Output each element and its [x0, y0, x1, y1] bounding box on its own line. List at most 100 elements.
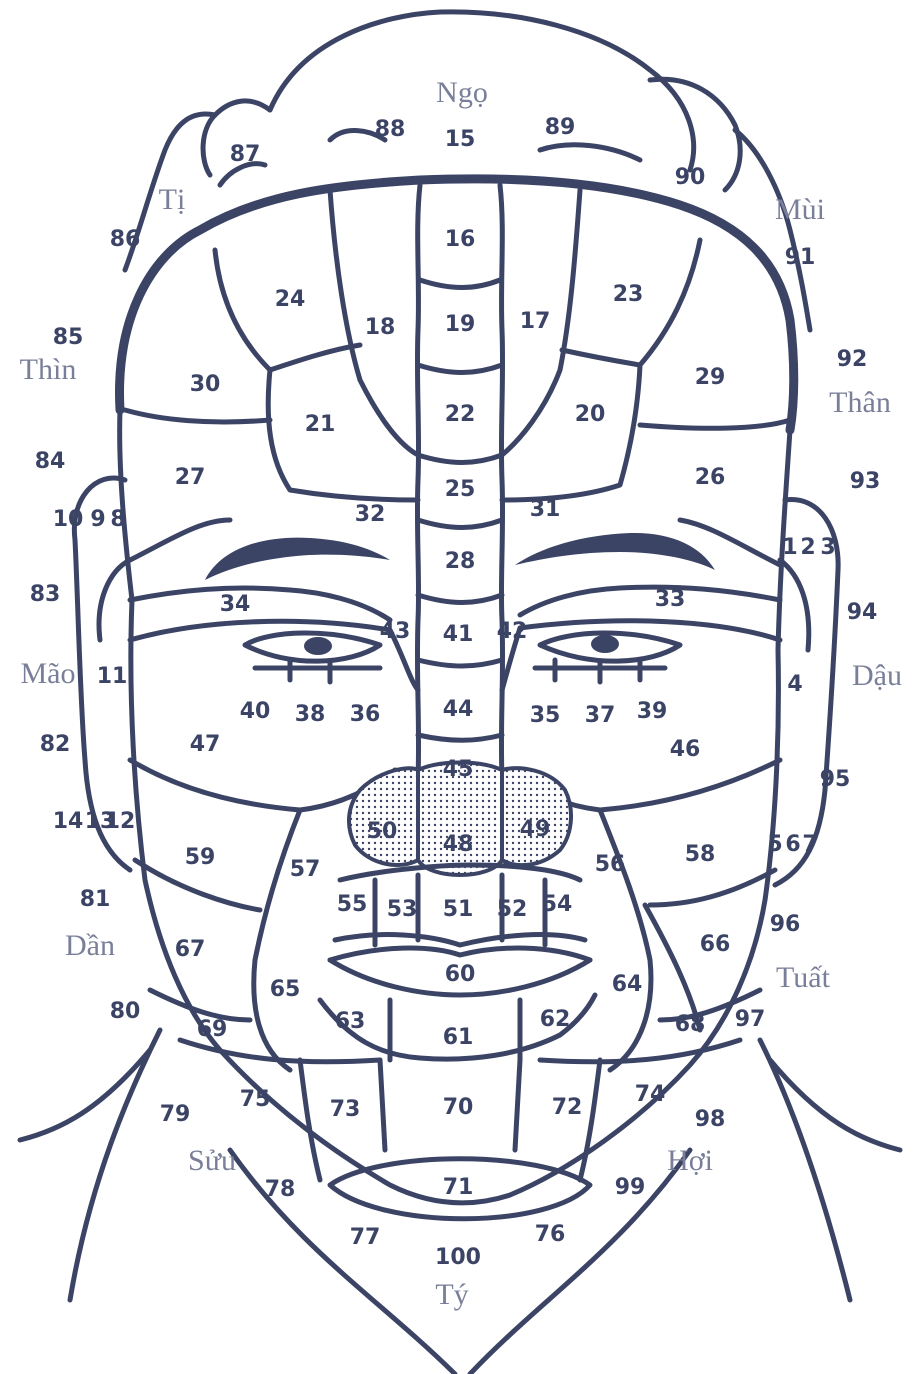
zone-number: 10	[53, 507, 84, 532]
zone-number: 60	[445, 962, 476, 987]
zone-number: 3	[820, 535, 835, 560]
zone-number: 73	[330, 1097, 361, 1122]
zone-number: 91	[785, 245, 816, 270]
zone-number: 8	[110, 507, 125, 532]
zone-number: 47	[190, 732, 221, 757]
zone-number: 51	[443, 897, 474, 922]
zone-number: 61	[443, 1025, 474, 1050]
zone-number: 46	[670, 737, 701, 762]
zone-number: 53	[387, 897, 418, 922]
zone-number: 18	[365, 315, 396, 340]
hairline	[120, 179, 794, 430]
zone-number: 39	[637, 699, 668, 724]
zone-number: 33	[655, 587, 686, 612]
zone-number: 37	[585, 703, 616, 728]
zone-number: 66	[700, 932, 731, 957]
zone-number: 52	[497, 897, 528, 922]
zone-number: 100	[435, 1245, 481, 1270]
zone-number: 57	[290, 857, 321, 882]
zone-number: 21	[305, 412, 336, 437]
zone-number: 16	[445, 227, 476, 252]
zone-number: 50	[367, 819, 398, 844]
zone-number: 55	[337, 892, 368, 917]
zone-number: 17	[520, 309, 551, 334]
zone-number: 11	[97, 664, 128, 689]
hair-outline	[125, 12, 810, 330]
zone-number: 86	[110, 227, 141, 252]
zone-number: 75	[240, 1087, 271, 1112]
zone-number: 78	[265, 1177, 296, 1202]
branch-label-ti: Tị	[159, 183, 186, 216]
branch-label-mui: Mùi	[775, 193, 825, 226]
zone-number: 31	[530, 497, 561, 522]
zone-number: 81	[80, 887, 111, 912]
zone-number: 28	[445, 549, 476, 574]
branch-label-ty: Tý	[435, 1278, 468, 1311]
zone-number: 70	[443, 1095, 474, 1120]
branch-label-hoi: Hợi	[667, 1144, 713, 1177]
zone-number: 97	[735, 1007, 766, 1032]
branch-label-ngo: Ngọ	[436, 76, 488, 109]
zone-number: 32	[355, 502, 386, 527]
zone-number: 1	[782, 535, 797, 560]
zone-number: 7	[802, 832, 817, 857]
zone-number: 36	[350, 702, 381, 727]
zone-number: 87	[230, 142, 261, 167]
zone-number: 65	[270, 977, 301, 1002]
zone-number: 19	[445, 312, 476, 337]
branch-label-mao: Mão	[21, 657, 76, 690]
zone-number: 49	[520, 817, 551, 842]
zone-number: 22	[445, 402, 476, 427]
zone-number: 94	[847, 600, 878, 625]
zone-number: 40	[240, 699, 271, 724]
zone-number: 74	[635, 1082, 666, 1107]
zone-number: 90	[675, 165, 706, 190]
zone-number: 59	[185, 845, 216, 870]
zone-number: 9	[90, 507, 105, 532]
zone-number: 72	[552, 1095, 583, 1120]
zone-number: 12	[105, 809, 136, 834]
zone-number: 48	[443, 832, 474, 857]
zone-number: 64	[612, 972, 643, 997]
zone-number: 76	[535, 1222, 566, 1247]
zone-number: 82	[40, 732, 71, 757]
zone-number: 23	[613, 282, 644, 307]
zone-number: 6	[785, 832, 800, 857]
zone-number: 44	[443, 697, 474, 722]
zone-number: 71	[443, 1175, 474, 1200]
zone-number: 68	[675, 1012, 706, 1037]
eyebrow-left	[205, 538, 390, 580]
zone-number: 54	[542, 892, 573, 917]
eyebrow-right	[515, 533, 715, 570]
zone-number: 77	[350, 1225, 381, 1250]
zone-number: 29	[695, 365, 726, 390]
zone-number: 67	[175, 937, 206, 962]
zone-number: 83	[30, 582, 61, 607]
zone-number: 89	[545, 115, 576, 140]
branch-label-than: Thân	[829, 386, 891, 419]
branch-label-tuat: Tuất	[776, 961, 831, 994]
zone-number: 69	[197, 1017, 228, 1042]
zone-number: 99	[615, 1175, 646, 1200]
zone-number: 34	[220, 592, 251, 617]
zone-number: 42	[497, 619, 528, 644]
zone-number: 92	[837, 347, 868, 372]
zone-number: 96	[770, 912, 801, 937]
branch-label-dau: Dậu	[852, 659, 902, 692]
zone-number: 79	[160, 1102, 191, 1127]
zone-number: 26	[695, 465, 726, 490]
zone-number: 14	[53, 809, 84, 834]
zone-number: 24	[275, 287, 306, 312]
zone-number: 85	[53, 325, 84, 350]
zone-number: 93	[850, 469, 881, 494]
zone-number: 45	[443, 757, 474, 782]
zone-number: 30	[190, 372, 221, 397]
zone-number: 98	[695, 1107, 726, 1132]
zone-number: 15	[445, 127, 476, 152]
zone-number: 80	[110, 999, 141, 1024]
zone-number: 41	[443, 622, 474, 647]
zone-number: 56	[595, 852, 626, 877]
zone-number: 58	[685, 842, 716, 867]
zone-number: 4	[787, 672, 802, 697]
